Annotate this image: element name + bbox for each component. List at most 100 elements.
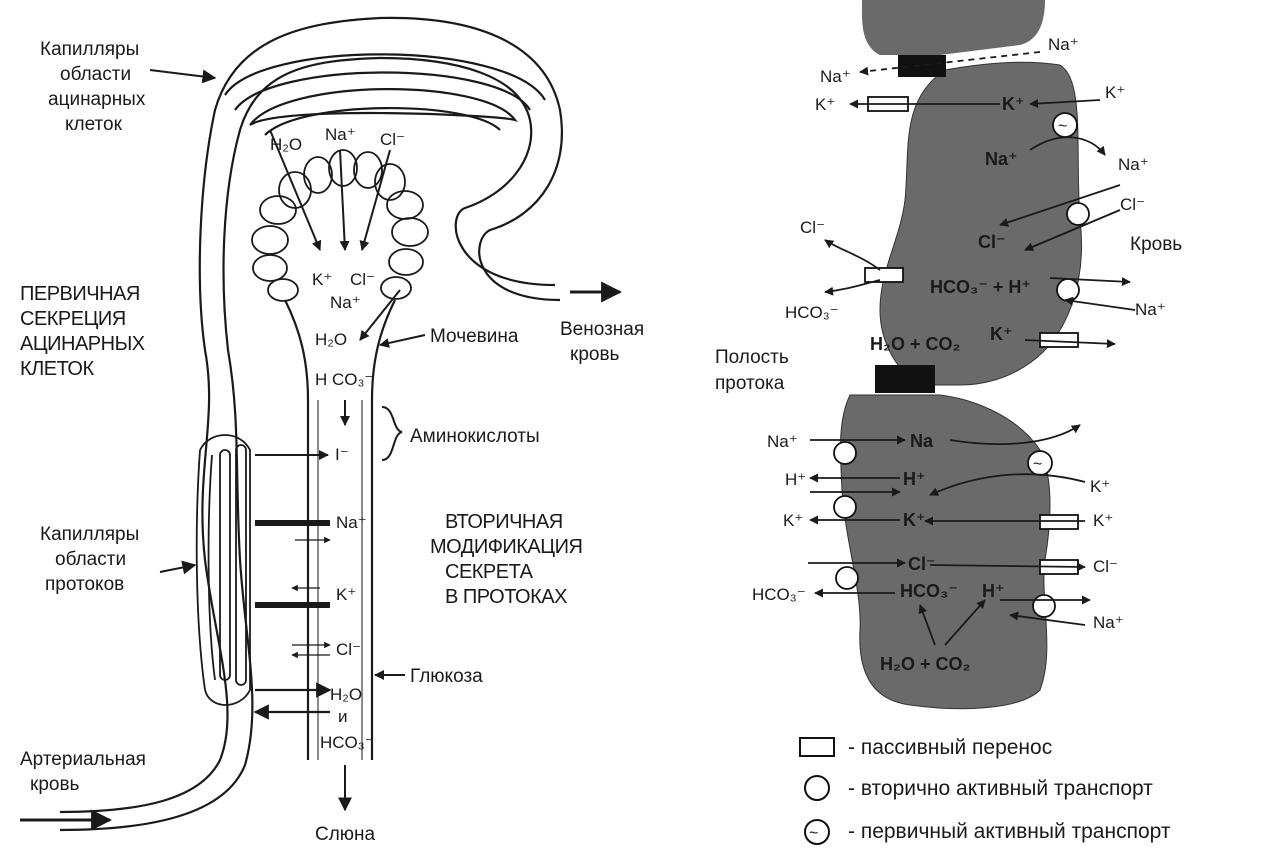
- legend-passive-label: - пассивный перенос: [848, 736, 1052, 759]
- label-capillaries-acinar-1: Капилляры: [40, 39, 139, 60]
- left-panel: [60, 18, 562, 830]
- ion-na-top: Na⁺: [325, 125, 356, 144]
- ion-na-blood-lower: Na⁺: [1093, 613, 1124, 632]
- ion-cl-top: Cl⁻: [380, 130, 405, 149]
- label-primary-2: СЕКРЕЦИЯ: [20, 308, 126, 330]
- ion-and-duct: и: [338, 707, 348, 726]
- label-primary-4: КЛЕТОК: [20, 358, 94, 380]
- ion-h2o-top: H₂O: [270, 135, 302, 154]
- arrow-hco3-out: [825, 280, 880, 292]
- label-lumen-1: Полость: [715, 347, 789, 368]
- label-venous-2: кровь: [570, 344, 620, 365]
- tight-junction-mid: [875, 365, 935, 393]
- left-labels: Капилляры области ацинарных клеток ПЕРВИ…: [20, 39, 644, 845]
- cell-cap-top: [862, 0, 1045, 55]
- label-capillaries-acinar-3: ацинарных: [48, 89, 146, 110]
- svg-text:~: ~: [1058, 118, 1067, 135]
- label-venous-1: Венозная: [560, 319, 644, 340]
- label-urea: Мочевина: [430, 326, 519, 347]
- legend: - пассивный перенос - вторично активный …: [800, 736, 1171, 844]
- arrow-capillary-acinar: [150, 70, 215, 78]
- label-glucose: Глюкоза: [410, 666, 483, 687]
- ion-k-cell-lower: K⁺: [903, 510, 926, 530]
- duct-wall-right: [372, 300, 395, 760]
- label-capillaries-duct-2: области: [55, 549, 126, 570]
- ion-h-cell-lower: H⁺: [903, 469, 926, 489]
- legend-primary-label: - первичный активный транспорт: [848, 820, 1171, 843]
- ion-k-lumen-top: K⁺: [815, 95, 835, 114]
- ion-hco3-lumen-lower: HCO₃⁻: [752, 585, 806, 604]
- label-capillaries-duct-1: Капилляры: [40, 524, 139, 545]
- label-saliva: Слюна: [315, 824, 376, 845]
- label-secondary-1: ВТОРИЧНАЯ: [445, 511, 563, 533]
- ion-iodide: I⁻: [335, 445, 349, 464]
- ion-na-lumen-lower: Na⁺: [767, 432, 798, 451]
- label-capillaries-acinar-4: клеток: [65, 114, 123, 135]
- ion-h2o-duct: H₂O: [330, 685, 362, 704]
- label-amino-acids: Аминокислоты: [410, 426, 540, 447]
- ion-h2o-lumen: H₂O: [315, 330, 347, 349]
- ion-k-duct: K⁺: [336, 585, 356, 604]
- ion-k-lumen-lower: K⁺: [783, 511, 803, 530]
- ion-na-junction: Na⁺: [1048, 35, 1079, 54]
- ion-na-cell-lower: Na: [910, 431, 934, 451]
- ion-na-duct: Na⁺: [336, 513, 367, 532]
- label-secondary-2: МОДИФИКАЦИЯ: [430, 536, 582, 558]
- arrow-na-in-2: [1065, 300, 1135, 310]
- ion-hco3-duct: HCO₃⁻: [320, 733, 374, 752]
- legend-primary-tilde: ~: [809, 825, 818, 842]
- ion-k-blood-top: K⁺: [1105, 83, 1125, 102]
- capillary-loop-3: [250, 89, 515, 125]
- label-capillaries-duct-3: протоков: [45, 574, 124, 595]
- ion-hco3-cell-lower: HCO₃⁻: [900, 581, 958, 601]
- label-arterial-2: кровь: [30, 774, 80, 795]
- ion-k-blood-lower: K⁺: [1090, 477, 1110, 496]
- ion-hco3-h-top: HCO₃⁻ + H⁺: [930, 277, 1031, 297]
- ion-cl-cell-lower: Cl⁻: [908, 554, 936, 574]
- ion-cl-lumen-top: Cl⁻: [800, 218, 825, 237]
- legend-secondary-label: - вторично активный транспорт: [848, 777, 1153, 800]
- ion-k-cell-top: K⁺: [1002, 94, 1025, 114]
- ion-na-lumen: Na⁺: [330, 293, 361, 312]
- ion-h-lumen-lower: H⁺: [785, 470, 806, 489]
- ion-hco3-lumen-top: HCO₃⁻: [785, 303, 839, 322]
- ion-hco3-lumen: H CO₃⁻: [315, 370, 373, 389]
- arrow-capillary-duct: [160, 565, 195, 572]
- tight-junction-top: [898, 55, 946, 77]
- ion-cl-lumen: Cl⁻: [350, 270, 375, 289]
- ion-cl-blood-top: Cl⁻: [1120, 195, 1145, 214]
- ion-na-blood-top: Na⁺: [1118, 155, 1149, 174]
- ion-cl-duct: Cl⁻: [336, 640, 361, 659]
- label-secondary-4: В ПРОТОКАХ: [445, 586, 567, 608]
- label-primary-3: АЦИНАРНЫХ: [20, 333, 145, 355]
- ion-h-cell2-lower: H⁺: [982, 581, 1005, 601]
- ion-na-lumen-top: Na⁺: [820, 67, 851, 86]
- label-primary-1: ПЕРВИЧНАЯ: [20, 283, 140, 305]
- legend-secondary-icon: [805, 776, 829, 800]
- ion-h2o-co2-lower: H₂O + CO₂: [880, 654, 971, 674]
- label-lumen-2: протока: [715, 373, 785, 394]
- ion-k-lumen: K⁺: [312, 270, 332, 289]
- capillary-loop-1: [225, 54, 545, 100]
- arrow-na: [340, 150, 345, 250]
- svg-text:~: ~: [1033, 456, 1042, 473]
- label-capillaries-acinar-2: области: [60, 64, 131, 85]
- legend-passive-icon: [800, 738, 834, 756]
- brace-amino: [382, 407, 402, 460]
- ion-na-blood2-top: Na⁺: [1135, 300, 1166, 319]
- arrow-urea-in: [360, 290, 400, 340]
- acinus: [252, 150, 428, 301]
- ion-cl-cell-top: Cl⁻: [978, 232, 1006, 252]
- label-secondary-3: СЕКРЕТА: [445, 561, 534, 583]
- ion-k-cell2-top: K⁺: [990, 324, 1013, 344]
- ion-h2o-co2-top: H₂O + CO₂: [870, 334, 961, 354]
- capillary-vessel-outer: [60, 18, 562, 812]
- label-arterial-1: Артериальная: [20, 749, 146, 770]
- ion-cl-blood-lower: Cl⁻: [1093, 557, 1118, 576]
- arrow-urea: [380, 335, 425, 345]
- ion-na-cell-top: Na⁺: [985, 149, 1018, 169]
- ion-k-blood2-lower: K⁺: [1093, 511, 1113, 530]
- arrow-cl-out: [825, 240, 880, 270]
